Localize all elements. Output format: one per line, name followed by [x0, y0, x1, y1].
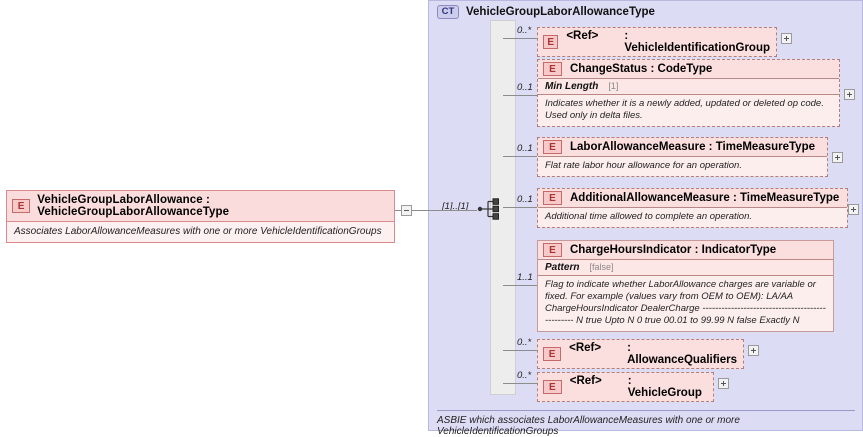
- connector-6: [503, 383, 537, 384]
- element-row-5: E <Ref> : AllowanceQualifiers: [538, 340, 743, 368]
- element-name-5: <Ref> : AllowanceQualifiers: [569, 342, 737, 366]
- root-occurrence-label: [1]..[1]: [442, 201, 469, 212]
- connector-2: [503, 156, 537, 157]
- element-badge-icon: E: [543, 35, 559, 49]
- root-connector-stub-left: [395, 210, 402, 211]
- ref-keyword: <Ref>: [569, 342, 602, 354]
- element-box-changestatus[interactable]: E ChangeStatus : CodeType Min Length[1] …: [537, 59, 840, 127]
- complextype-title: VehicleGroupLaborAllowanceType: [466, 6, 655, 18]
- element-badge-icon: E: [543, 347, 562, 361]
- facet-row-pattern: Pattern [false]: [538, 259, 833, 275]
- element-row-2: E LaborAllowanceMeasure : TimeMeasureTyp…: [538, 138, 827, 156]
- connector-0: [503, 38, 537, 39]
- occurrence-label-6: 0..*: [517, 370, 532, 381]
- element-name-6: <Ref> : VehicleGroup: [570, 375, 707, 399]
- element-row-6: E <Ref> : VehicleGroup: [538, 373, 713, 401]
- root-element-documentation: Associates LaborAllowanceMeasures with o…: [7, 221, 394, 242]
- element-documentation-3: Additional time allowed to complete an o…: [538, 207, 847, 227]
- plus-box-icon[interactable]: [748, 345, 759, 356]
- occurrence-label-5: 0..*: [517, 337, 532, 348]
- facet-name: Min Length: [545, 81, 599, 92]
- facet-name: Pattern: [545, 262, 580, 273]
- root-element-title: VehicleGroupLaborAllowance : VehicleGrou…: [37, 194, 230, 218]
- element-name-3: AdditionalAllowanceMeasure : TimeMeasure…: [570, 192, 840, 204]
- connector-1: [503, 95, 537, 96]
- plus-box-icon[interactable]: [832, 152, 843, 163]
- element-badge-icon: E: [543, 191, 562, 205]
- plus-box-icon[interactable]: [844, 89, 855, 100]
- occurrence-label-4: 1..1: [517, 272, 533, 283]
- element-documentation-1: Indicates whether it is a newly added, u…: [538, 94, 839, 126]
- complextype-header: CT VehicleGroupLaborAllowanceType: [437, 5, 655, 19]
- element-row-3: E AdditionalAllowanceMeasure : TimeMeasu…: [538, 189, 847, 207]
- element-box-additionalallowancemeasure[interactable]: E AdditionalAllowanceMeasure : TimeMeasu…: [537, 188, 848, 228]
- element-row-4: E ChargeHoursIndicator : IndicatorType: [538, 241, 833, 259]
- facet-value: [1]: [608, 81, 619, 91]
- element-box-ref-allowancequalifiers[interactable]: E <Ref> : AllowanceQualifiers: [537, 339, 744, 369]
- plus-box-icon[interactable]: [848, 204, 859, 215]
- occurrence-label-0: 0..*: [517, 25, 532, 36]
- plus-box-icon[interactable]: [781, 33, 792, 44]
- element-name-4: ChargeHoursIndicator : IndicatorType: [570, 244, 777, 256]
- ref-target-type: : VehicleGroup: [627, 375, 702, 399]
- connector-4: [503, 285, 537, 286]
- element-row-1: E ChangeStatus : CodeType: [538, 60, 839, 78]
- connector-5: [503, 350, 537, 351]
- complextype-footer-documentation: ASBIE which associates LaborAllowanceMea…: [437, 410, 855, 437]
- element-box-ref-vehicleidentificationgroup[interactable]: E <Ref> : VehicleIdentificationGroup: [537, 27, 777, 57]
- complextype-badge-icon: CT: [437, 5, 459, 19]
- connector-root-to-compositor: [428, 210, 477, 211]
- ref-target-type: : AllowanceQualifiers: [627, 342, 738, 366]
- occurrence-label-3: 0..1: [517, 194, 533, 205]
- ref-target-type: : VehicleIdentificationGroup: [624, 30, 770, 54]
- element-documentation-2: Flat rate labor hour allowance for an op…: [538, 156, 827, 176]
- element-badge-icon: E: [543, 62, 562, 76]
- element-row-0: E <Ref> : VehicleIdentificationGroup: [538, 28, 776, 56]
- occurrence-label-2: 0..1: [517, 143, 533, 154]
- element-badge-icon: E: [543, 243, 562, 257]
- ref-keyword: <Ref>: [566, 30, 599, 42]
- element-name-1: ChangeStatus : CodeType: [570, 63, 713, 75]
- element-name-0: <Ref> : VehicleIdentificationGroup: [566, 30, 770, 54]
- minus-box-icon[interactable]: [401, 205, 412, 216]
- facet-value: [false]: [589, 262, 614, 272]
- element-name-2: LaborAllowanceMeasure : TimeMeasureType: [570, 141, 815, 153]
- facet-row-minlength: Min Length [1]: [538, 78, 839, 94]
- element-box-laborallowancemeasure[interactable]: E LaborAllowanceMeasure : TimeMeasureTyp…: [537, 137, 828, 177]
- element-badge-icon: E: [543, 140, 562, 154]
- occurrence-label-1: 0..1: [517, 82, 533, 93]
- element-box-chargehoursindicator[interactable]: E ChargeHoursIndicator : IndicatorType P…: [537, 240, 834, 332]
- sequence-compositor-icon[interactable]: [477, 198, 503, 220]
- root-element-box[interactable]: E VehicleGroupLaborAllowance : VehicleGr…: [6, 190, 395, 243]
- connector-3: [503, 207, 537, 208]
- root-connector-stub-right: [412, 210, 428, 211]
- plus-box-icon[interactable]: [718, 378, 729, 389]
- element-documentation-4: Flag to indicate whether LaborAllowance …: [538, 275, 833, 331]
- ref-keyword: <Ref>: [569, 375, 602, 387]
- element-box-ref-vehiclegroup[interactable]: E <Ref> : VehicleGroup: [537, 372, 714, 402]
- root-element-header: E VehicleGroupLaborAllowance : VehicleGr…: [7, 191, 394, 221]
- element-badge-icon: E: [543, 380, 562, 394]
- element-badge-icon: E: [12, 199, 31, 213]
